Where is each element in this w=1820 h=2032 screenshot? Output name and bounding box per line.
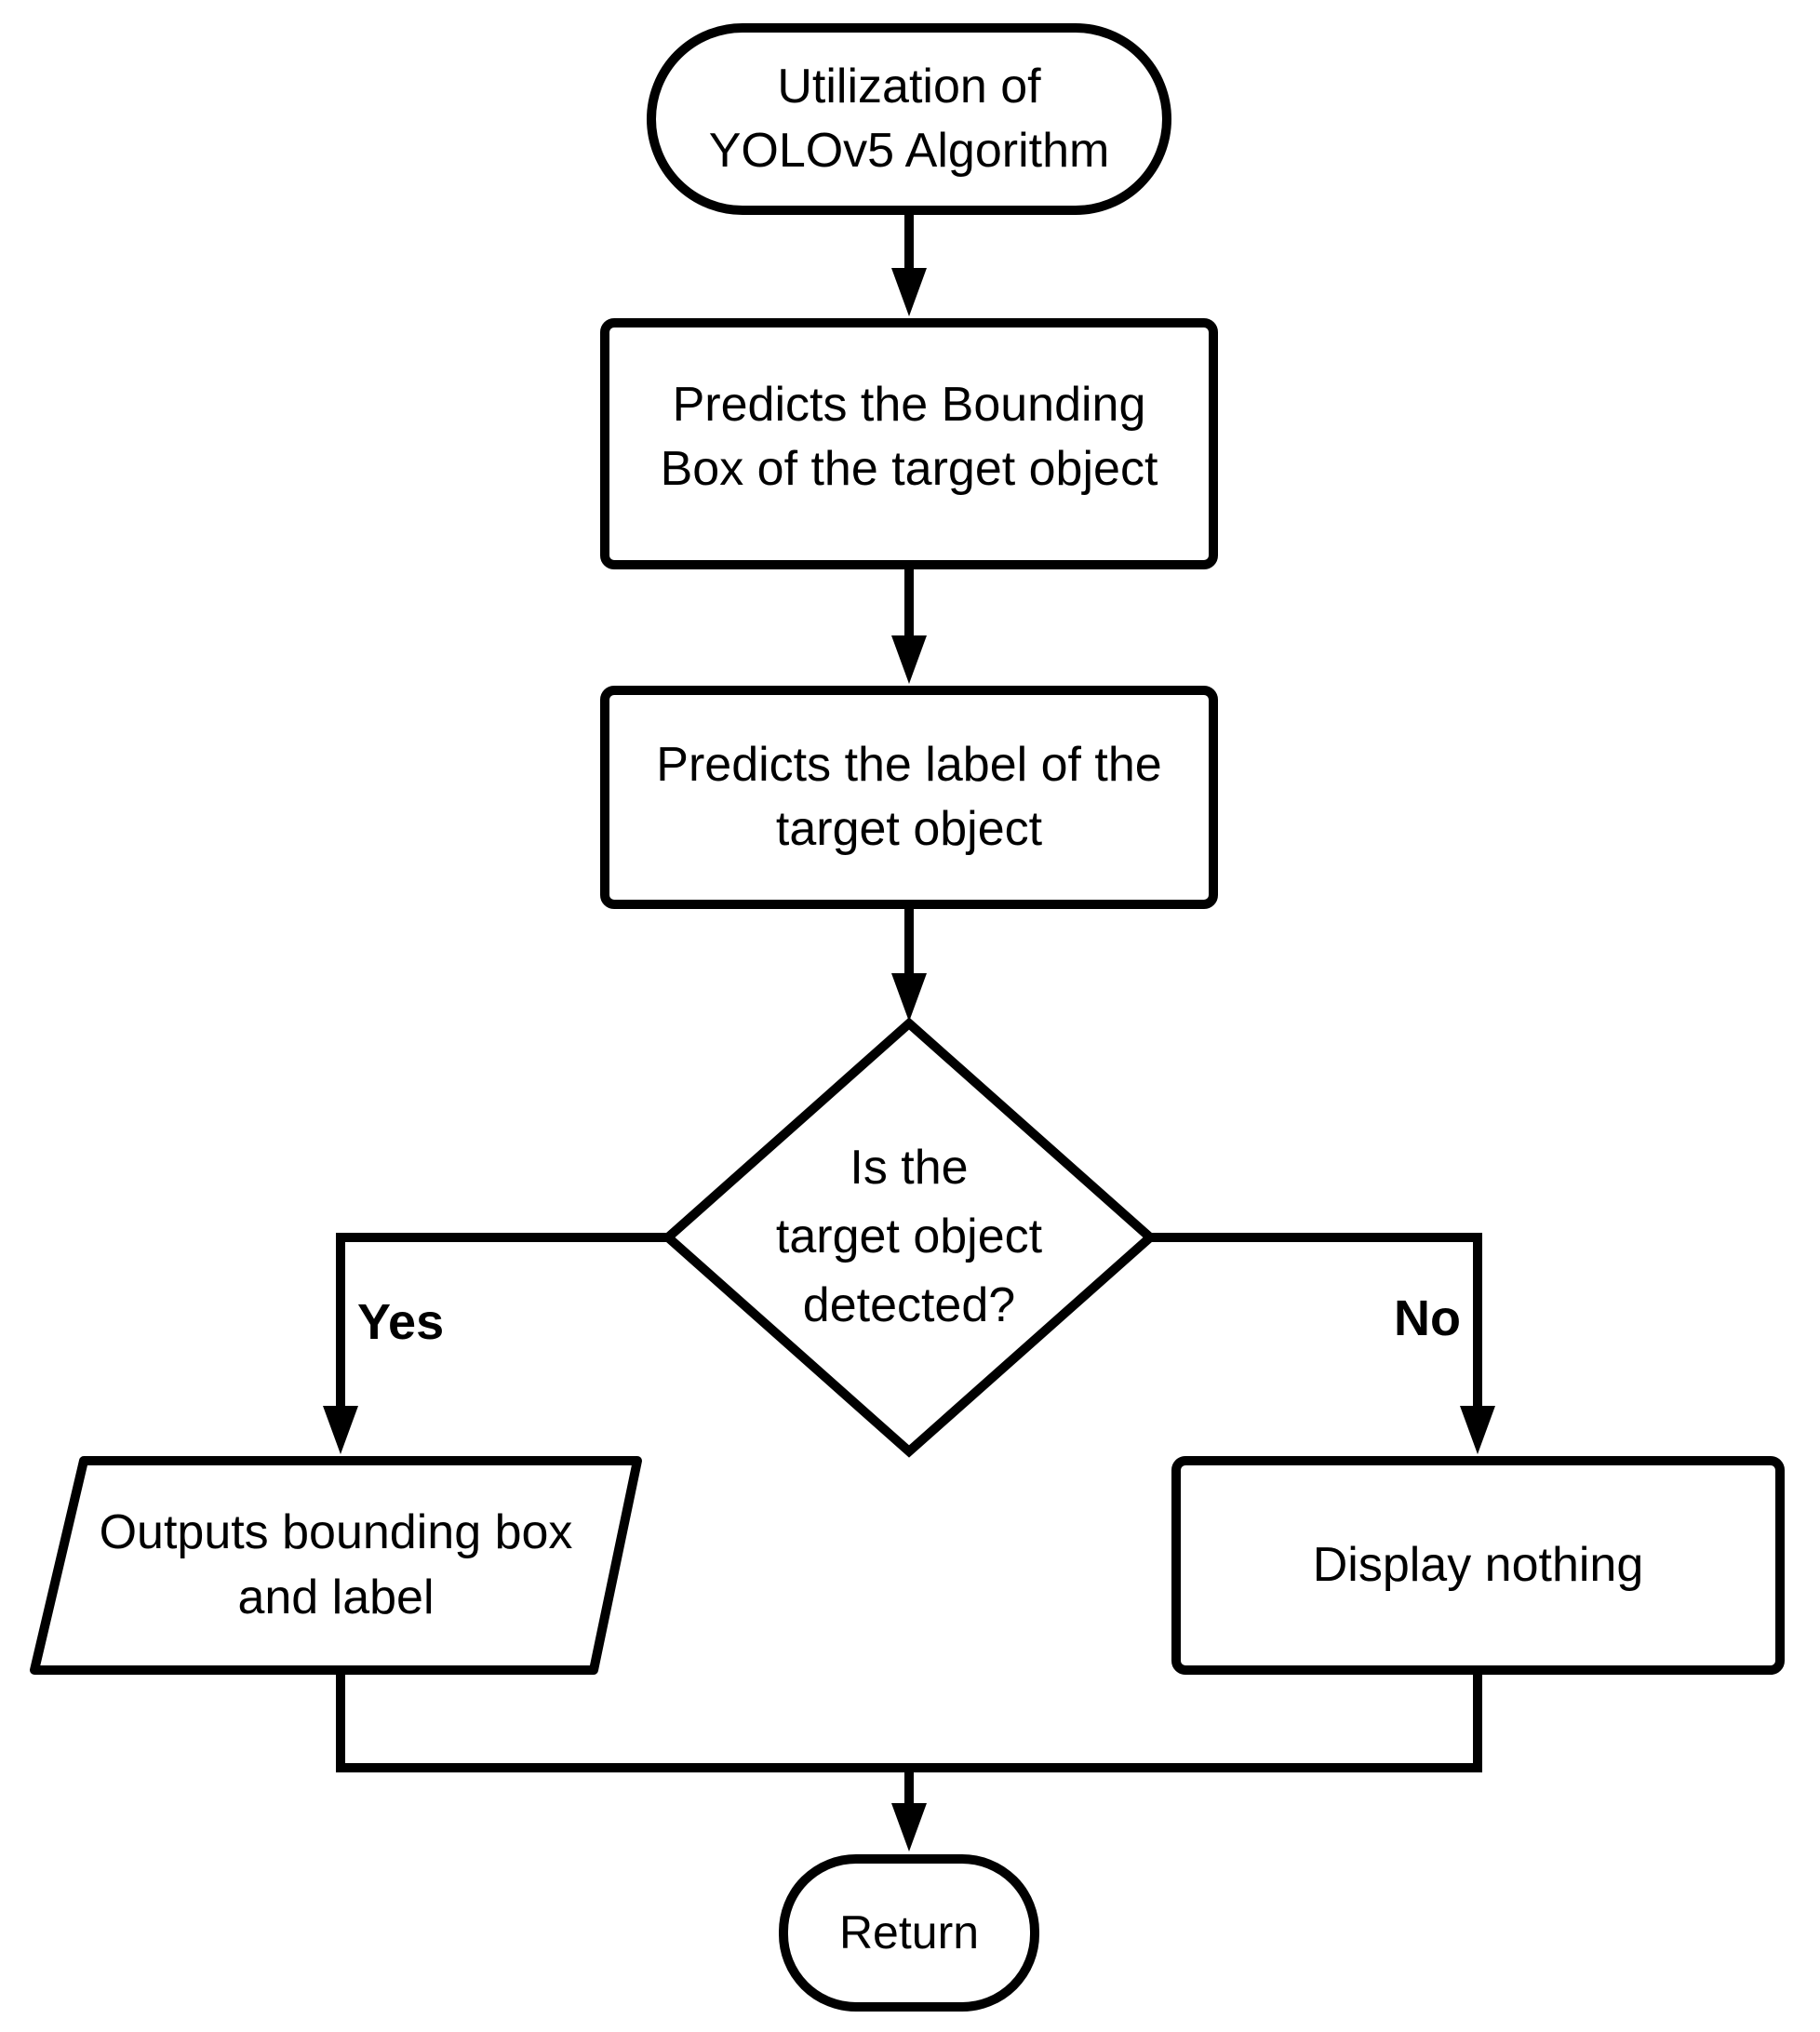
arrowhead-predict-bbox-to-predict-label — [891, 635, 927, 684]
arrowhead-no-branch — [1460, 1406, 1495, 1454]
display-nothing-process-shape — [1171, 1456, 1785, 1675]
start-terminator-shape — [647, 23, 1171, 215]
connector-decision-no-branch — [1150, 1233, 1482, 1411]
arrowhead-predict-label-to-decision — [891, 973, 927, 1022]
arrowhead-yes-branch — [323, 1406, 358, 1454]
predict-bbox-process-shape — [600, 318, 1218, 569]
decision-diamond-shape — [661, 1017, 1158, 1458]
arrowhead-merge-to-return — [891, 1803, 927, 1852]
predict-label-process-shape — [600, 686, 1218, 909]
output-parallelogram-shape — [30, 1456, 642, 1675]
arrowhead-start-to-predict-bbox — [891, 268, 927, 316]
connector-decision-yes-branch — [336, 1233, 668, 1411]
connector-merge-to-return — [336, 1670, 1482, 1772]
return-terminator-shape — [779, 1854, 1039, 2012]
